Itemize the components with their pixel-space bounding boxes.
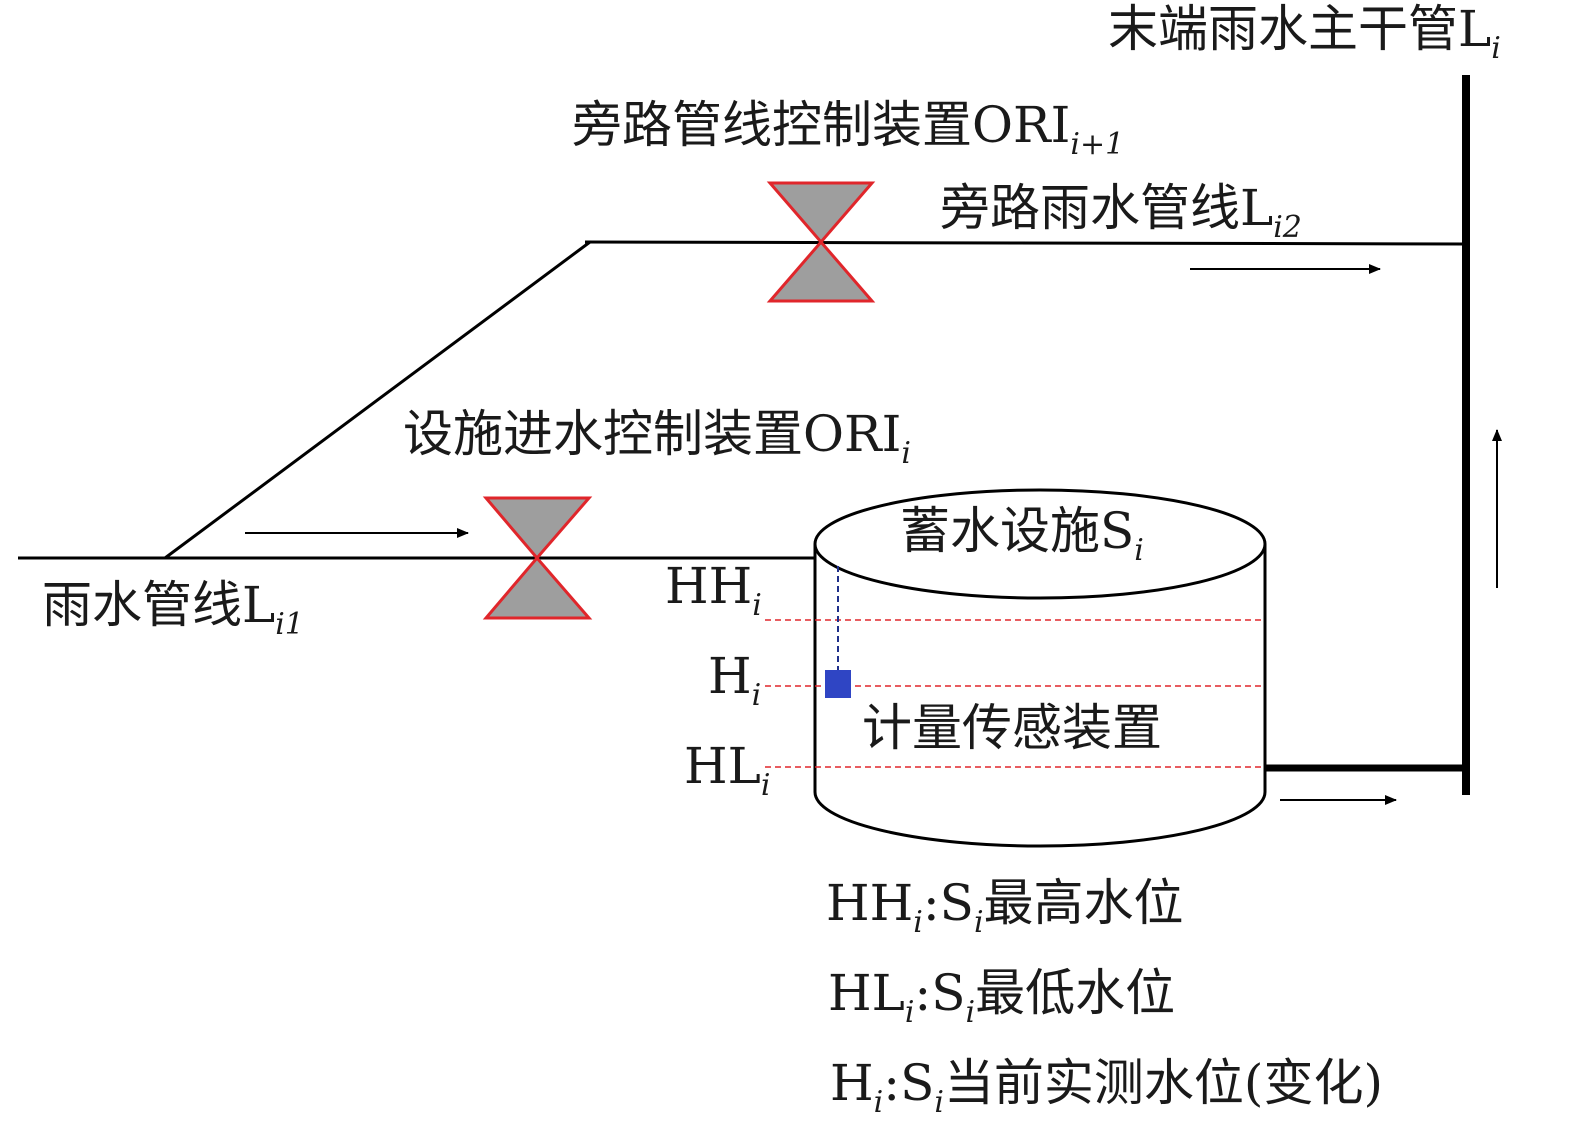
bypass-valve-icon	[766, 181, 876, 303]
hl-level-label: HLi	[684, 737, 770, 803]
main-pipe-label: 末端雨水主干管Li	[1108, 0, 1501, 66]
inlet-device-label: 设施进水控制装置ORIi	[403, 405, 911, 471]
hh-level-label: HHi	[665, 557, 762, 623]
pipes	[18, 75, 1470, 795]
bypass-pipe-label: 旁路雨水管线Li2	[940, 179, 1302, 245]
bypass-pipe-line	[584, 240, 1467, 246]
legend-item: HLi:Si最低水位	[828, 964, 1175, 1030]
storage-tank	[813, 488, 1267, 848]
tank-bottom-curve	[813, 544, 1267, 848]
h-level-label: Hi	[708, 647, 761, 713]
tank-top	[813, 488, 1267, 600]
sensor-icon	[825, 670, 851, 698]
rain-pipe-label: 雨水管线Li1	[42, 576, 304, 642]
sensor-label: 计量传感装置	[862, 699, 1162, 757]
legend: HHi:Si最高水位 HLi:Si最低水位 Hi:Si当前实测水位(变化)	[826, 874, 1383, 1120]
flow-arrows	[245, 264, 1502, 805]
inlet-valve-icon	[482, 496, 593, 620]
legend-item: HHi:Si最高水位	[826, 874, 1184, 940]
legend-item: Hi:Si当前实测水位(变化)	[830, 1054, 1383, 1120]
bypass-rising-line	[164, 240, 591, 560]
storage-facility-label: 蓄水设施Si	[900, 502, 1144, 568]
bypass-device-label: 旁路管线控制装置ORIi+1	[572, 96, 1124, 162]
